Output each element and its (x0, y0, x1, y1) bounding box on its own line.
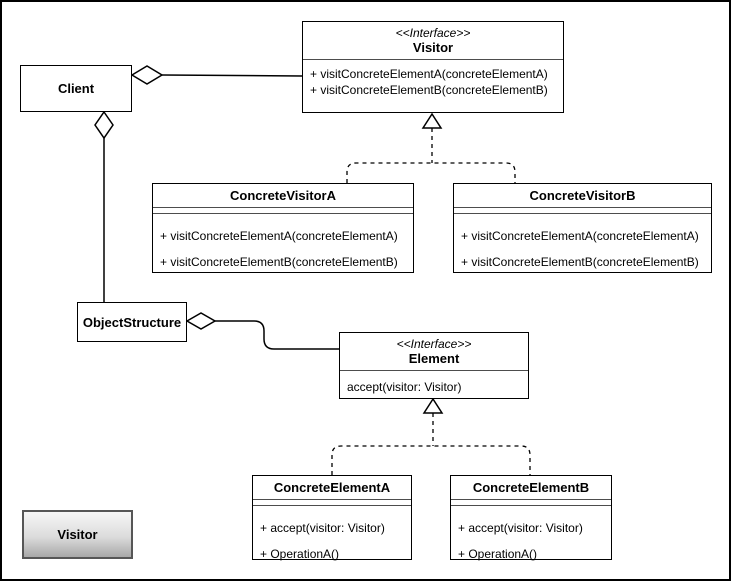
class-object-structure-name: ObjectStructure (82, 314, 182, 330)
class-concrete-element-a-header: ConcreteElementA (253, 476, 411, 500)
class-concrete-visitor-b-header: ConcreteVisitorB (454, 184, 711, 208)
class-concrete-element-b-header: ConcreteElementB (451, 476, 611, 500)
class-client: Client (20, 65, 132, 112)
class-concrete-element-b: ConcreteElementB + accept(visitor: Visit… (450, 475, 612, 561)
class-element-methods: accept(visitor: Visitor) (340, 371, 528, 395)
class-concrete-visitor-b: ConcreteVisitorB + visitConcreteElementA… (453, 183, 712, 273)
class-element-header: <<Interface>> Element (340, 333, 528, 371)
class-concrete-visitor-a-methods: + visitConcreteElementA(concreteElementA… (153, 214, 413, 275)
class-concrete-element-a-methods: + accept(visitor: Visitor) + OperationA(… (253, 506, 411, 567)
class-visitor-methods: + visitConcreteElementA(concreteElementA… (303, 60, 563, 98)
method-visit-a: + visitConcreteElementA(concreteElementA… (461, 229, 699, 243)
method-visit-b: + visitConcreteElementB(concreteElementB… (310, 83, 548, 97)
class-visitor-name: Visitor (412, 40, 454, 55)
class-visitor-header: <<Interface>> Visitor (303, 22, 563, 60)
aggregation-diamond-client-visitor (130, 65, 164, 85)
class-visitor-stereotype: <<Interface>> (395, 26, 471, 40)
pattern-name-text: Visitor (57, 527, 98, 542)
class-concrete-visitor-a-header: ConcreteVisitorA (153, 184, 413, 208)
realization-element-branches (331, 445, 531, 475)
method-operation-a: + OperationA() (260, 547, 340, 561)
empty-attributes-compartment (454, 208, 711, 214)
class-element-name: Element (408, 351, 460, 366)
aggregation-client-visitor-line (161, 74, 303, 77)
method-visit-b: + visitConcreteElementB(concreteElementB… (160, 255, 398, 269)
class-visitor-interface: <<Interface>> Visitor + visitConcreteEle… (302, 21, 564, 113)
class-concrete-element-a: ConcreteElementA + accept(visitor: Visit… (252, 475, 412, 561)
method-visit-a: + visitConcreteElementA(concreteElementA… (160, 229, 398, 243)
class-concrete-visitor-b-name: ConcreteVisitorB (529, 188, 636, 203)
empty-attributes-compartment (451, 500, 611, 506)
class-concrete-visitor-a: ConcreteVisitorA + visitConcreteElementA… (152, 183, 414, 273)
aggregation-diamond-objectstructure-element (185, 312, 217, 330)
class-client-name: Client (57, 81, 95, 96)
class-object-structure: ObjectStructure (77, 302, 187, 342)
class-concrete-element-b-methods: + accept(visitor: Visitor) + OperationA(… (451, 506, 611, 567)
method-accept: + accept(visitor: Visitor) (260, 521, 385, 535)
pattern-name-label: Visitor (22, 510, 133, 559)
class-element-stereotype: <<Interface>> (396, 337, 472, 351)
method-accept: + accept(visitor: Visitor) (458, 521, 583, 535)
empty-attributes-compartment (153, 208, 413, 214)
empty-attributes-compartment (253, 500, 411, 506)
class-concrete-element-a-name: ConcreteElementA (273, 480, 391, 495)
method-operation-a: + OperationA() (458, 547, 538, 561)
aggregation-objectstructure-element-line (215, 320, 339, 350)
class-concrete-element-b-name: ConcreteElementB (472, 480, 590, 495)
realization-visitor-branches (346, 162, 516, 183)
realization-triangle-visitor (421, 112, 443, 129)
aggregation-diamond-client-objectstructure (94, 110, 114, 140)
method-visit-b: + visitConcreteElementB(concreteElementB… (461, 255, 699, 269)
class-element-interface: <<Interface>> Element accept(visitor: Vi… (339, 332, 529, 399)
method-visit-a: + visitConcreteElementA(concreteElementA… (310, 67, 548, 81)
class-concrete-visitor-a-name: ConcreteVisitorA (230, 188, 336, 203)
realization-triangle-element (422, 397, 444, 414)
method-accept: accept(visitor: Visitor) (347, 380, 462, 394)
class-concrete-visitor-b-methods: + visitConcreteElementA(concreteElementA… (454, 214, 711, 275)
